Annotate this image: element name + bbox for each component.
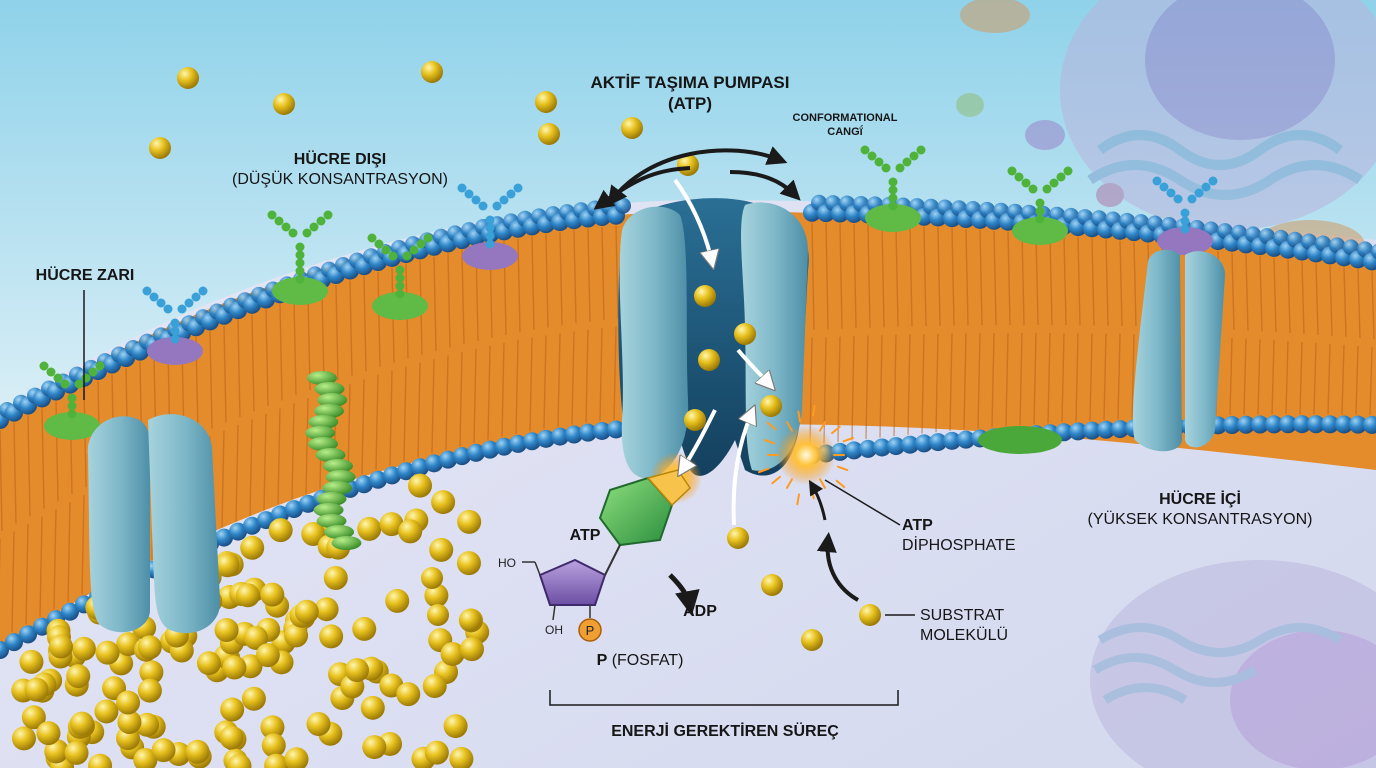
extracellular-background — [0, 0, 1376, 410]
outside-label: HÜCRE DIŞI (DÜŞÜK KONSANTRASYON) — [231, 151, 449, 188]
atp-label: ATP — [569, 527, 601, 544]
arrow-icon — [83, 146, 915, 706]
helical-protein-icon — [305, 371, 362, 550]
phosphate-circle — [578, 618, 602, 642]
organelles-bottom-right — [1090, 560, 1376, 768]
glycoproteins — [39, 145, 1218, 440]
atp-molecule-icon: P HO OH — [498, 469, 691, 642]
peripheral-protein-icon — [978, 426, 1062, 454]
conformational-label: CONFORMATIONAL CANGḯ — [792, 112, 898, 138]
process-label: ENERJİ GEREKTİREN SÜREÇ — [611, 723, 839, 740]
adp-label: ADP — [683, 603, 717, 620]
phosphate-label: P (FOSFAT) — [596, 652, 684, 669]
inside-label: HÜCRE İÇİ (YÜKSEK KONSANTRASYON) — [1087, 491, 1313, 528]
substrate-label: SUBSTRAT MOLEKÜLÜ — [920, 607, 1009, 644]
pump-title: AKTİF TAŞIMA PUMPASI (ATP) — [590, 73, 790, 114]
pump-protein-icon — [618, 198, 809, 479]
channel-protein-right-icon — [1132, 249, 1225, 452]
atp-diphosphate-label: ATP DİPHOSPHATE — [902, 517, 1016, 554]
ho-label: HO — [498, 556, 516, 570]
oh-label: OH — [545, 623, 563, 637]
membrane-label: HÜCRE ZARI — [35, 267, 135, 284]
channel-protein-icon — [87, 414, 221, 634]
phosphate-circle-label: P — [586, 623, 595, 638]
